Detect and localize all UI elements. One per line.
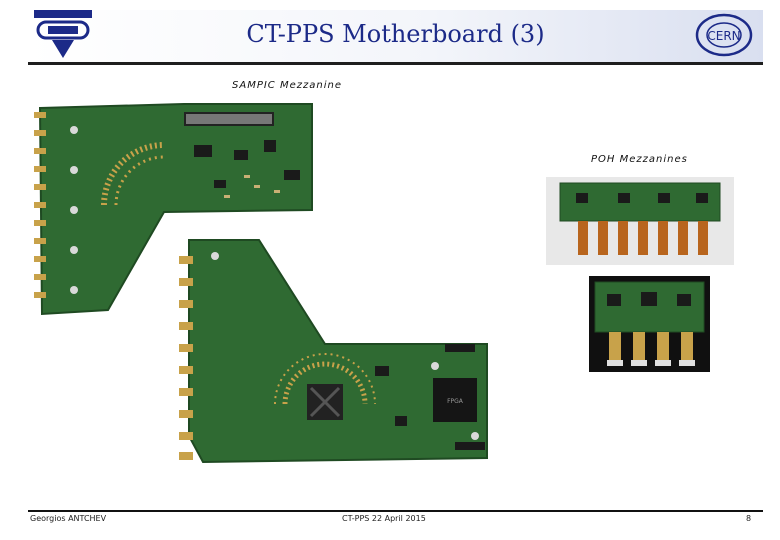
footer-event: CT-PPS 22 April 2015: [342, 514, 426, 523]
cern-logo: CERN: [695, 13, 753, 57]
page-number: 8: [746, 514, 752, 523]
sampic-caption: SAMPIC Mezzanine: [232, 80, 342, 91]
sampic-mezzanine-photo: [34, 103, 313, 316]
svg-text:FPGA: FPGA: [447, 398, 464, 405]
poh-mezzanine-photo-2: [589, 276, 710, 372]
motherboard-photo: FPGA: [179, 239, 488, 464]
svg-text:CERN: CERN: [707, 29, 740, 43]
totem-logo: [34, 10, 92, 58]
footer-divider: [28, 510, 763, 512]
poh-caption: POH Mezzanines: [591, 154, 688, 165]
footer-author: Georgios ANTCHEV: [30, 514, 107, 523]
poh-mezzanine-photo-1: [546, 177, 734, 265]
slide-header: CT-PPS Motherboard (3) CERN: [28, 10, 763, 65]
slide-title: CT-PPS Motherboard (3): [246, 20, 545, 48]
